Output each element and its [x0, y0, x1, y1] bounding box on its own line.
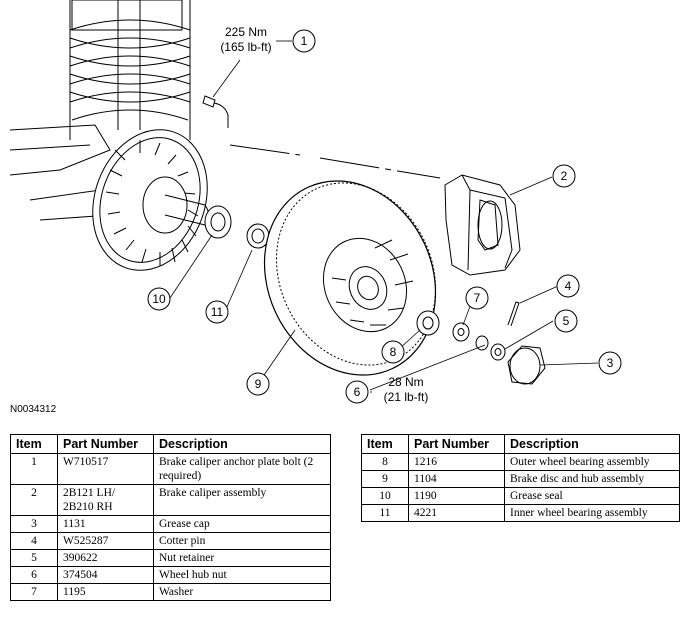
item-cell: 6	[10, 566, 58, 584]
header-part-number: Part Number	[57, 434, 154, 454]
item-cell: 7	[10, 583, 58, 601]
washer-drawing	[452, 322, 470, 342]
header-part-number: Part Number	[408, 434, 505, 454]
description-cell: Outer wheel bearing assembly	[504, 453, 680, 471]
cotter-pin-drawing	[507, 301, 520, 327]
torque-6-nm: 28 Nm	[388, 375, 423, 389]
description-cell: Grease cap	[153, 515, 331, 533]
header-description: Description	[153, 434, 331, 454]
part-number-cell: 374504	[57, 566, 154, 584]
callout-2: 2	[561, 169, 568, 183]
part-number-cell: W710517	[57, 453, 154, 485]
description-cell: Brake disc and hub assembly	[504, 470, 680, 488]
description-cell: Brake caliper anchor plate bolt (2 requi…	[153, 453, 331, 485]
callout-9: 9	[255, 377, 262, 391]
nut-retainer-drawing	[490, 343, 506, 361]
item-cell: 3	[10, 515, 58, 533]
part-number-cell: 1131	[57, 515, 154, 533]
callout-3: 3	[607, 356, 614, 370]
item-cell: 10	[361, 487, 409, 505]
item-cell: 11	[361, 504, 409, 522]
part-number-cell: 2B121 LH/ 2B210 RH	[57, 484, 154, 516]
description-cell: Grease seal	[504, 487, 680, 505]
figure-id: N0034312	[10, 404, 57, 415]
description-cell: Nut retainer	[153, 549, 331, 567]
description-cell: Brake caliper assembly	[153, 484, 331, 516]
callout-10: 10	[152, 292, 166, 306]
brake-disc-drawing	[263, 180, 437, 376]
table-header-row: Item Part Number Description	[361, 434, 680, 454]
description-cell: Inner wheel bearing assembly	[504, 504, 680, 522]
callout-1: 1	[301, 34, 308, 48]
exploded-view-illustration: 1 2 3 4 5 6 7 8 9 10 11 225 Nm (165 lb-f…	[9, 0, 622, 404]
callout-7: 7	[474, 291, 481, 305]
part-number-cell: 390622	[57, 549, 154, 567]
callout-11: 11	[211, 305, 224, 319]
part-number-cell: 1190	[408, 487, 505, 505]
table-header-row: Item Part Number Description	[10, 434, 331, 454]
item-cell: 4	[10, 532, 58, 550]
brake-caliper-drawing	[444, 174, 521, 276]
item-cell: 1	[10, 453, 58, 485]
part-number-cell: 4221	[408, 504, 505, 522]
description-cell: Cotter pin	[153, 532, 331, 550]
torque-6-lbft: (21 lb-ft)	[384, 390, 429, 404]
description-cell: Wheel hub nut	[153, 566, 331, 584]
callout-6: 6	[354, 385, 361, 399]
header-item: Item	[10, 434, 58, 454]
item-cell: 2	[10, 484, 58, 516]
torque-1-nm: 225 Nm	[225, 25, 267, 39]
inner-bearing-drawing	[246, 223, 270, 249]
callout-5: 5	[563, 314, 570, 328]
dust-shield-drawing	[92, 129, 209, 271]
callout-8: 8	[390, 345, 397, 359]
grease-cap-drawing	[507, 345, 546, 385]
part-number-cell: 1216	[408, 453, 505, 471]
grease-seal-drawing	[204, 205, 232, 239]
item-cell: 5	[10, 549, 58, 567]
hub-nut-drawing	[475, 335, 489, 351]
header-item: Item	[361, 434, 409, 454]
header-description: Description	[504, 434, 680, 454]
part-number-cell: 1195	[57, 583, 154, 601]
callout-4: 4	[565, 279, 572, 293]
torque-1-lbft: (165 lb-ft)	[220, 40, 271, 54]
outer-bearing-drawing	[416, 310, 440, 336]
item-cell: 8	[361, 453, 409, 471]
part-number-cell: W525287	[57, 532, 154, 550]
item-cell: 9	[361, 470, 409, 488]
part-number-cell: 1104	[408, 470, 505, 488]
description-cell: Washer	[153, 583, 331, 601]
anchor-bolt-drawing	[202, 95, 441, 179]
